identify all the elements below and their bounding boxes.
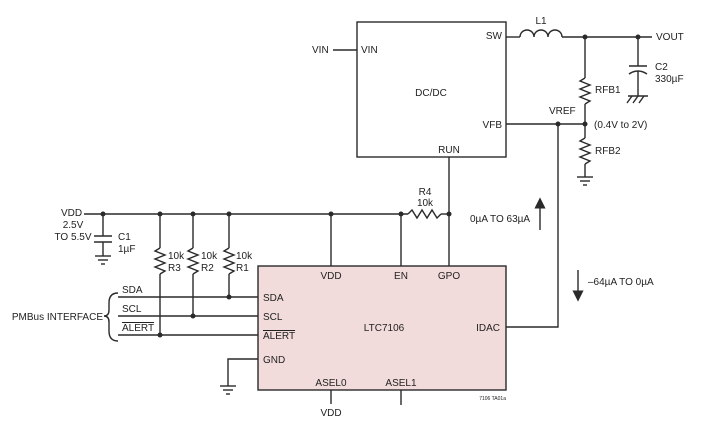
dcdc-pin-vin: VIN — [361, 45, 378, 56]
vref-range: (0.4V to 2V) — [594, 120, 647, 131]
ground-icon — [220, 385, 236, 395]
resistor-r3-value: 10k — [168, 251, 185, 262]
gnd-wire — [227, 358, 258, 386]
ltc7106-title: LTC7106 — [364, 323, 405, 334]
ltc7106-pin-gpo: GPO — [438, 271, 460, 282]
bus-sda-label: SDA — [122, 285, 143, 296]
resistor-r4 — [407, 208, 442, 220]
dcdc-pin-vfb: VFB — [483, 120, 503, 131]
bus-alert-label: ALERT — [122, 323, 154, 334]
dcdc-converter: DC/DC VIN SW VFB RUN — [356, 21, 507, 158]
ltc7106-pin-vdd: VDD — [320, 271, 341, 282]
resistor-r1-value: 10k — [236, 251, 253, 262]
resistor-r2-ref: R2 — [201, 263, 214, 274]
inductor-l1-label: L1 — [535, 16, 547, 27]
ground-icon — [577, 176, 593, 186]
resistor-r3-ref: R3 — [168, 263, 181, 274]
resistor-r4-ref: R4 — [419, 187, 432, 198]
ltc7106-pin-scl: SCL — [263, 312, 283, 323]
pmbus-brace — [103, 292, 119, 342]
bus-scl-label: SCL — [122, 304, 142, 315]
resistor-r1-ref: R1 — [236, 263, 249, 274]
resistor-rfb1 — [578, 77, 592, 105]
resistor-rfb1-label: RFB1 — [595, 85, 621, 96]
capacitor-c2-ref: C2 — [655, 62, 668, 73]
resistor-r3 — [153, 247, 167, 275]
vdd-range-1: 2.5V — [63, 220, 84, 231]
capacitor-c2-value: 330µF — [655, 74, 684, 85]
vdd-supply-label: VDD — [61, 208, 82, 219]
resistor-r1 — [222, 247, 236, 275]
resistor-r4-value: 10k — [417, 198, 434, 209]
dcdc-box — [356, 21, 507, 158]
dcdc-pin-sw: SW — [486, 31, 503, 42]
resistor-r2 — [186, 247, 200, 275]
ltc7106-ic: LTC7106 VDD EN GPO SDA SCL ALERT GND IDA… — [257, 265, 507, 391]
ltc7106-box — [257, 265, 507, 391]
capacitor-c1-value: 1µF — [118, 244, 135, 255]
ltc7106-pin-sda: SDA — [263, 293, 284, 304]
current-down-label: –64µA TO 0µA — [588, 277, 654, 288]
resistor-r2-value: 10k — [201, 251, 218, 262]
dcdc-title: DC/DC — [415, 88, 447, 99]
resistor-rfb2-label: RFB2 — [595, 146, 621, 157]
ltc7106-pin-alert: ALERT — [263, 331, 295, 342]
inductor-l1 — [519, 29, 563, 38]
asel0-vdd-label: VDD — [320, 408, 341, 419]
ltc7106-pin-asel1: ASEL1 — [385, 378, 417, 389]
capacitor-c1-ref: C1 — [118, 232, 131, 243]
resistor-rfb2 — [578, 137, 592, 165]
ltc7106-pin-en: EN — [394, 271, 408, 282]
vref-label: VREF — [549, 106, 576, 117]
dcdc-pin-run: RUN — [438, 145, 460, 156]
vin-label: VIN — [312, 45, 329, 56]
chassis-ground-icon — [626, 95, 648, 104]
vdd-range-2: TO 5.5V — [54, 232, 91, 243]
idac-wire — [506, 124, 559, 328]
vout-label: VOUT — [656, 32, 684, 43]
pmbus-interface-label: PMBus INTERFACE — [12, 312, 103, 323]
ltc7106-pin-asel0: ASEL0 — [315, 378, 347, 389]
ltc7106-pin-idac: IDAC — [476, 323, 500, 334]
current-up-label: 0µA TO 63µA — [470, 214, 530, 225]
ltc7106-pin-gnd: GND — [263, 355, 285, 366]
part-code: 7106 TA01a — [479, 396, 506, 402]
ground-icon — [95, 255, 111, 265]
